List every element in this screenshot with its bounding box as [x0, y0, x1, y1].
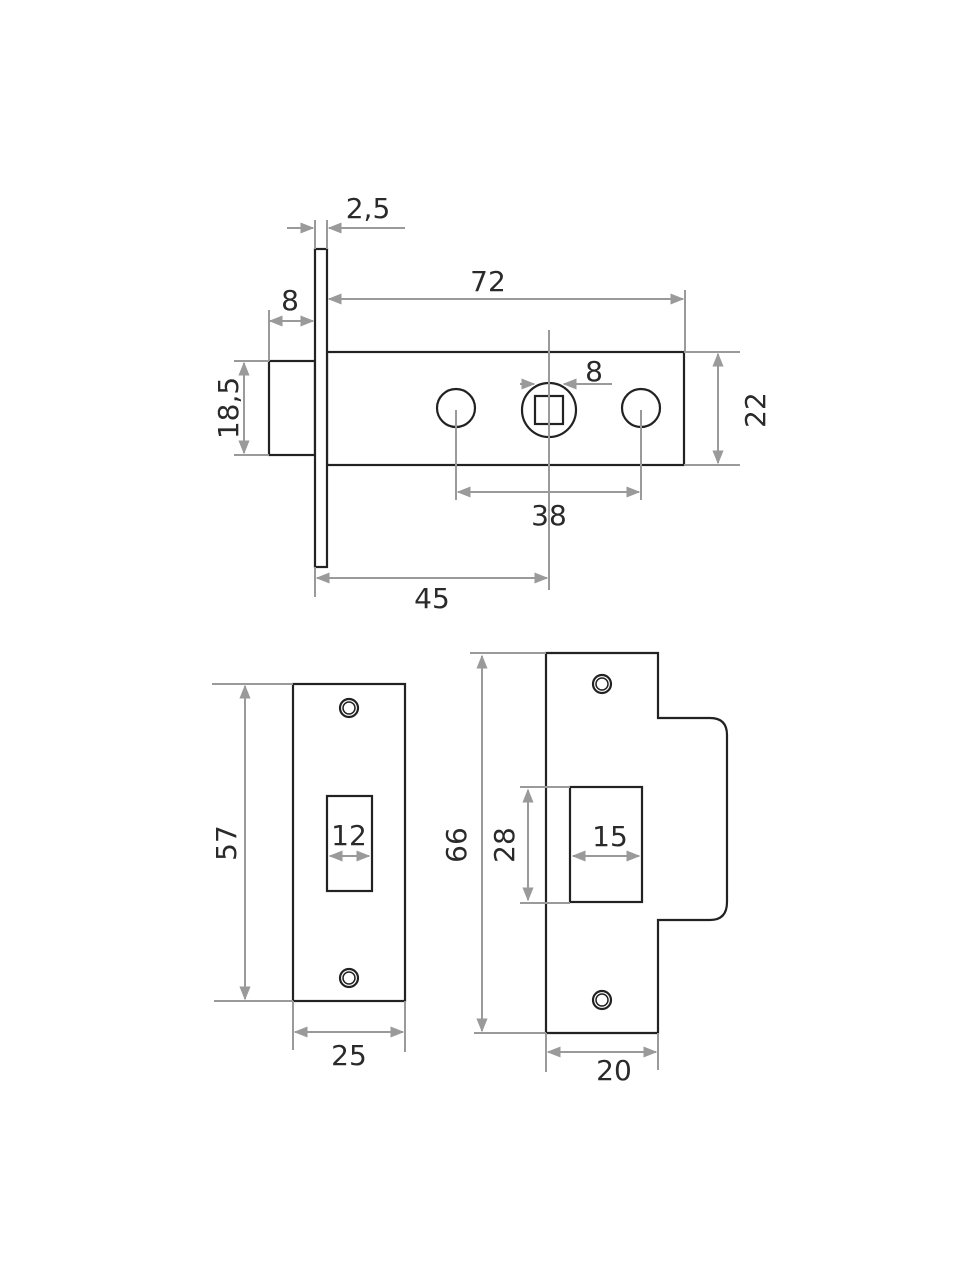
dim-spindle-size: 8	[585, 355, 603, 388]
strike-slot	[325, 794, 374, 893]
dim-hole-spacing: 38	[531, 499, 567, 532]
dim-lipped-slot-height: 28	[488, 827, 521, 863]
dim-faceplate-thickness: 2,5	[346, 192, 391, 225]
dim-flat-plate-height: 57	[210, 825, 243, 861]
dimension-lines	[234, 220, 740, 597]
latch-bolt	[267, 359, 317, 457]
flat-strike-plate-drawing: 57 12 25	[210, 682, 407, 1072]
strike-slot	[568, 785, 644, 904]
dim-body-length: 72	[470, 265, 506, 298]
dim-bolt-height: 18,5	[212, 377, 245, 439]
dim-flat-slot-width: 12	[331, 819, 367, 852]
latch-faceplate	[313, 247, 329, 569]
lipped-strike-plate-drawing: 66 28 15 20	[440, 651, 729, 1087]
dim-bolt-projection: 8	[281, 284, 299, 317]
dim-backset: 45	[414, 582, 450, 615]
dim-lipped-plate-width: 20	[596, 1054, 632, 1087]
dim-lipped-slot-width: 15	[592, 820, 628, 853]
latch-drawing: 2,5 72 8 18,5 22 8 38 45	[212, 192, 772, 615]
dim-lipped-plate-height: 66	[440, 827, 473, 863]
dim-body-height: 22	[739, 392, 772, 428]
dim-flat-plate-width: 25	[331, 1039, 367, 1072]
